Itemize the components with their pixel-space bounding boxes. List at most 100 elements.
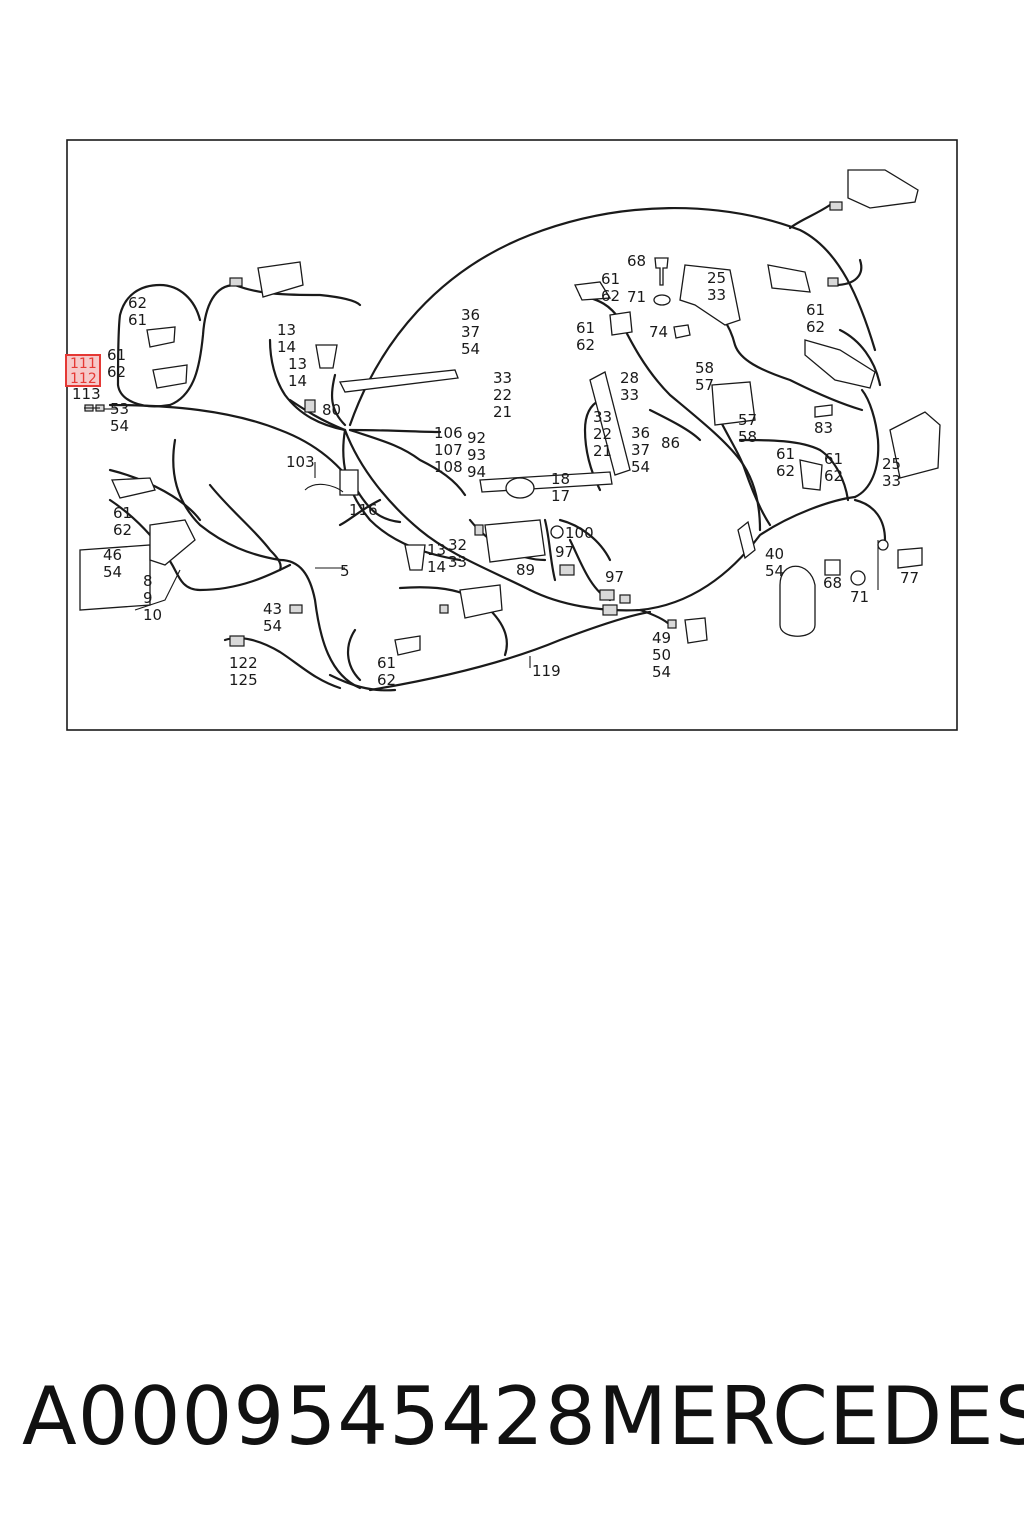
callout: 50 — [652, 646, 671, 664]
diagram-frame — [66, 139, 958, 731]
callout: 62 — [576, 336, 595, 354]
callout: 62 — [601, 287, 620, 305]
connector-part — [799, 459, 823, 491]
callout: 33 — [620, 386, 639, 404]
callout: 33 — [448, 553, 467, 571]
callout: 21 — [593, 442, 612, 460]
callout: 106 — [434, 424, 463, 442]
callout: 36 — [631, 424, 650, 442]
fuse-box-part — [111, 477, 156, 499]
callout: 62 — [107, 363, 126, 381]
connector-part — [574, 281, 612, 301]
callout: 103 — [286, 453, 315, 471]
callout: 89 — [516, 561, 535, 579]
callout: 61 — [377, 654, 396, 672]
callout: 77 — [900, 569, 919, 587]
callout: 18 — [551, 470, 570, 488]
callout: 54 — [765, 562, 784, 580]
buckle-part — [315, 344, 338, 369]
callout: 37 — [461, 323, 480, 341]
callout: 62 — [776, 462, 795, 480]
callout: 25 — [707, 269, 726, 287]
callout: 33 — [493, 369, 512, 387]
callout: 14 — [288, 372, 307, 390]
callout: 61 — [776, 445, 795, 463]
callout: 21 — [493, 403, 512, 421]
callout: 14 — [277, 338, 296, 356]
connector-part — [814, 404, 833, 418]
callout: 61 — [107, 346, 126, 364]
callout: 58 — [695, 359, 714, 377]
highlight-box[interactable] — [65, 354, 101, 387]
harness-wires — [108, 203, 887, 692]
callout: 61 — [128, 311, 147, 329]
callout: 61 — [576, 319, 595, 337]
callout: 58 — [738, 428, 757, 446]
callout: 80 — [322, 401, 341, 419]
callout: 116 — [349, 501, 378, 519]
callout: 86 — [661, 434, 680, 452]
callout: 53 — [110, 400, 129, 418]
relay-part — [257, 261, 304, 298]
callout: 62 — [377, 671, 396, 689]
wiper-motor-part — [479, 471, 613, 493]
callout: 74 — [649, 323, 668, 341]
callout: 43 — [263, 600, 282, 618]
callout: 122 — [229, 654, 258, 672]
callout: 57 — [738, 411, 757, 429]
callout: 33 — [593, 408, 612, 426]
callout: 71 — [627, 288, 646, 306]
callout: 62 — [113, 521, 132, 539]
control-unit-part — [847, 169, 919, 209]
washer-part — [653, 294, 671, 306]
callout: 49 — [652, 629, 671, 647]
callout: 22 — [593, 425, 612, 443]
washer-part — [850, 570, 866, 586]
connector-part — [804, 339, 876, 389]
callout: 92 — [467, 429, 486, 447]
callout: 14 — [427, 558, 446, 576]
callout-labels: 62 61 61 62 111 112 113 53 54 61 62 46 5… — [70, 252, 919, 689]
callout: 54 — [110, 417, 129, 435]
connector-part — [394, 635, 421, 656]
switch-part — [711, 381, 756, 426]
bolt-part — [824, 559, 841, 576]
callout: 10 — [143, 606, 162, 624]
bolt-part — [654, 257, 669, 286]
callout: 25 — [882, 455, 901, 473]
callout: 17 — [551, 487, 570, 505]
callout: 54 — [631, 458, 650, 476]
steering-column-part — [589, 371, 631, 476]
callout: 57 — [695, 376, 714, 394]
callout: 83 — [814, 419, 833, 437]
callout: 62 — [128, 294, 147, 312]
callout: 61 — [601, 270, 620, 288]
clip-part — [897, 547, 923, 569]
callout: 33 — [882, 472, 901, 490]
bracket-part — [679, 264, 741, 326]
callout: 111 — [70, 356, 97, 372]
callout: 36 — [461, 306, 480, 324]
callout: 32 — [448, 536, 467, 554]
motor-part — [339, 469, 359, 496]
callout: 37 — [631, 441, 650, 459]
callout: 113 — [72, 385, 101, 403]
callout: 61 — [824, 450, 843, 468]
callout: 54 — [263, 617, 282, 635]
callout: 61 — [806, 301, 825, 319]
callout: 13 — [288, 355, 307, 373]
relay-part — [684, 617, 708, 644]
callout: 61 — [113, 504, 132, 522]
brand-name: MERCEDES — [598, 1370, 1024, 1463]
callout: 112 — [70, 371, 97, 387]
callout: 62 — [806, 318, 825, 336]
callout: 9 — [143, 589, 153, 607]
callout: 94 — [467, 463, 486, 481]
callout: 13 — [277, 321, 296, 339]
callout: 54 — [103, 563, 122, 581]
nut-part — [673, 324, 691, 339]
relay-block-part — [484, 519, 546, 563]
callout: 28 — [620, 369, 639, 387]
callout: 33 — [707, 286, 726, 304]
callout: 54 — [652, 663, 671, 681]
